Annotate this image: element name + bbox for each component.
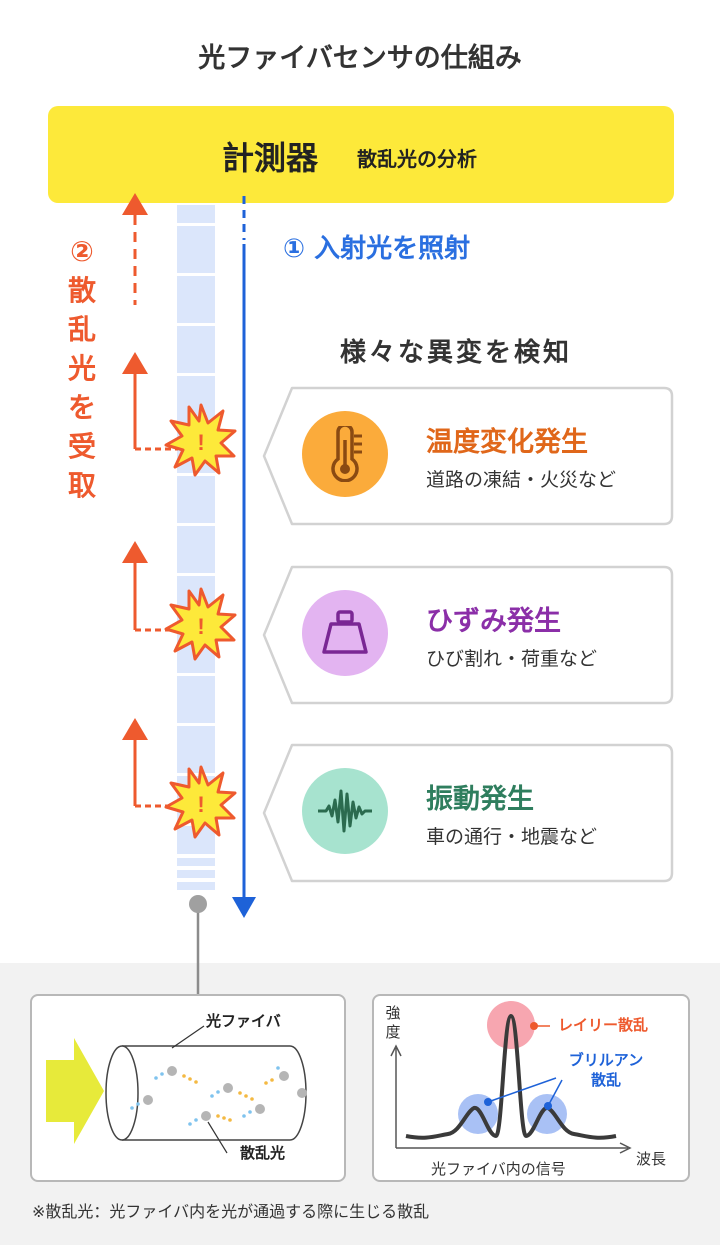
measuring-device-box — [48, 106, 674, 203]
scatter-step-number: ② — [70, 235, 94, 268]
event-card-vibration: 振動発生 車の通行・地震など — [262, 743, 674, 883]
magnify-connector — [189, 895, 207, 994]
measuring-device-label: 計測器 — [222, 139, 319, 177]
event-card-temperature: 温度変化発生 道路の凍結・火災など — [262, 386, 674, 526]
anomaly-burst-icon: ! — [164, 587, 237, 661]
fiber-label: 光ファイバ — [206, 1012, 281, 1030]
event-description: ひび割れ・荷重など — [426, 648, 598, 670]
intensity-axis-label: 強 度 — [385, 1004, 401, 1041]
scattered-light-arrow — [122, 541, 178, 632]
scattered-light-callout: 散乱光 — [240, 1144, 286, 1162]
incident-light-arrow — [232, 196, 256, 918]
footnote: ※散乱光：光ファイバ内を光が通過する際に生じる散乱 — [32, 1202, 430, 1221]
measuring-device-sublabel: 散乱光の分析 — [357, 147, 477, 171]
event-title: 振動発生 — [426, 784, 534, 815]
signal-arrows-layer: ! ! ! — [122, 193, 256, 918]
event-card-strain: ひずみ発生 ひび割れ・荷重など — [262, 565, 674, 705]
event-description: 道路の凍結・火災など — [426, 469, 617, 491]
incident-light-label: ① 入射光を照射 — [283, 234, 471, 264]
anomaly-burst-icon: ! — [164, 765, 237, 839]
detect-heading: 様々な異変を検知 — [340, 338, 573, 368]
scattered-light-label: ② 散 乱 光 を 受 取 — [62, 232, 102, 505]
signal-spectrum-panel: 強 度 波長 光ファイバ内の信号 レイリー散乱 ブリルアン 散乱 — [372, 994, 690, 1182]
anomaly-burst-icon: ! — [164, 403, 237, 477]
scattered-light-arrow — [122, 193, 148, 305]
svg-text:!: ! — [197, 792, 204, 817]
event-title: ひずみ発生 — [426, 606, 561, 637]
scattered-light-arrow — [122, 352, 178, 451]
weight-icon — [302, 590, 388, 676]
scattered-light-arrow — [122, 718, 178, 808]
fiber-closeup-panel: 光ファイバ 散乱光 — [30, 994, 346, 1182]
rayleigh-scattering-label: レイリー散乱 — [558, 1016, 649, 1034]
page-title: 光ファイバセンサの仕組み — [198, 43, 522, 74]
thermometer-icon — [302, 411, 388, 497]
event-title: 温度変化発生 — [426, 427, 588, 458]
brillouin-scattering-label: ブリルアン 散乱 — [568, 1051, 644, 1089]
svg-text:!: ! — [197, 614, 204, 639]
spectrum-caption: 光ファイバ内の信号 — [431, 1160, 566, 1178]
wavelength-axis-label: 波長 — [636, 1150, 667, 1168]
svg-text:!: ! — [197, 430, 204, 455]
vibration-wave-icon — [302, 768, 388, 854]
event-description: 車の通行・地震など — [426, 826, 598, 848]
